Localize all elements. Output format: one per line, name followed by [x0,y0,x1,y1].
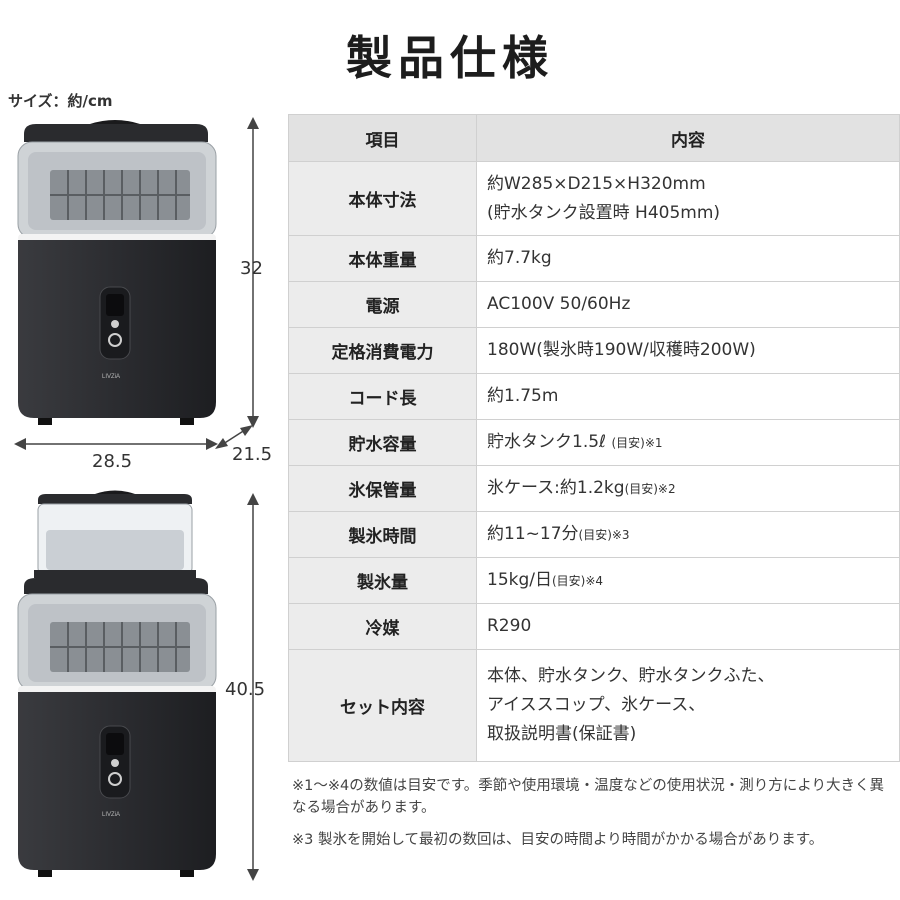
table-row: セット内容 本体、貯水タンク、貯水タンクふた、 アイススコップ、氷ケース、 取扱… [288,649,900,762]
table-row: 製氷量 15kg/日(目安)※4 [288,557,900,604]
row-key: 本体寸法 [288,161,477,236]
table-row: 定格消費電力 180W(製氷時190W/収穫時200W) [288,327,900,374]
row-value: 貯水タンク1.5ℓ (目安)※1 [476,419,900,466]
row-key: 本体重量 [288,235,477,282]
ice-maker-image-top: LIVZiA [14,117,259,450]
footnote-1: ※1～※4の数値は目安です。季節や使用環境・温度などの使用状況・測り方により大き… [292,778,885,816]
row-value: 15kg/日(目安)※4 [476,557,900,604]
table-row: 製氷時間 約11~17分(目安)※3 [288,511,900,558]
ice-maker-image-bottom: LIVZiA [17,490,259,881]
size-caption: サイズ：約/cm [8,92,113,110]
row-key: コード長 [288,373,477,420]
height-top-label: 32 [240,258,263,279]
row-value: 約7.7kg [476,235,900,282]
table-row: 氷保管量 氷ケース:約1.2kg(目安)※2 [288,465,900,512]
row-value: 氷ケース:約1.2kg(目安)※2 [476,465,900,512]
row-key: 製氷時間 [288,511,477,558]
row-value: R290 [476,603,900,650]
row-key: 製氷量 [288,557,477,604]
spec-table: 項目 内容 本体寸法 約W285×D215×H320mm (貯水タンク設置時 H… [288,114,900,762]
table-header-row: 項目 内容 [288,114,900,162]
row-key: 定格消費電力 [288,327,477,374]
table-row: コード長 約1.75m [288,373,900,420]
header-content: 内容 [476,114,900,162]
row-value: 約11~17分(目安)※3 [476,511,900,558]
table-row: 冷媒 R290 [288,603,900,650]
width-label: 28.5 [92,451,133,472]
row-key: セット内容 [288,649,477,762]
row-key: 電源 [288,281,477,328]
table-row: 電源 AC100V 50/60Hz [288,281,900,328]
footnote-2: ※3 製氷を開始して最初の数回は、目安の時間より時間がかかる場合があります。 [292,832,824,848]
row-key: 貯水容量 [288,419,477,466]
row-value: 本体、貯水タンク、貯水タンクふた、 アイススコップ、氷ケース、 取扱説明書(保証… [476,649,900,762]
row-value: 180W(製氷時190W/収穫時200W) [476,327,900,374]
row-key: 氷保管量 [288,465,477,512]
table-row: 本体重量 約7.7kg [288,235,900,282]
row-value: 約W285×D215×H320mm (貯水タンク設置時 H405mm) [476,161,900,236]
product-logo-top: LIVZiA [102,374,120,380]
depth-label: 21.5 [232,444,273,465]
table-row: 本体寸法 約W285×D215×H320mm (貯水タンク設置時 H405mm) [288,161,900,236]
table-row: 貯水容量 貯水タンク1.5ℓ (目安)※1 [288,419,900,466]
row-key: 冷媒 [288,603,477,650]
header-item: 項目 [288,114,477,162]
row-value: AC100V 50/60Hz [476,281,900,328]
height-bottom-label: 40.5 [225,679,266,700]
page-title: 製品仕様 [346,31,554,85]
row-value: 約1.75m [476,373,900,420]
product-logo-bottom: LIVZiA [102,812,120,818]
